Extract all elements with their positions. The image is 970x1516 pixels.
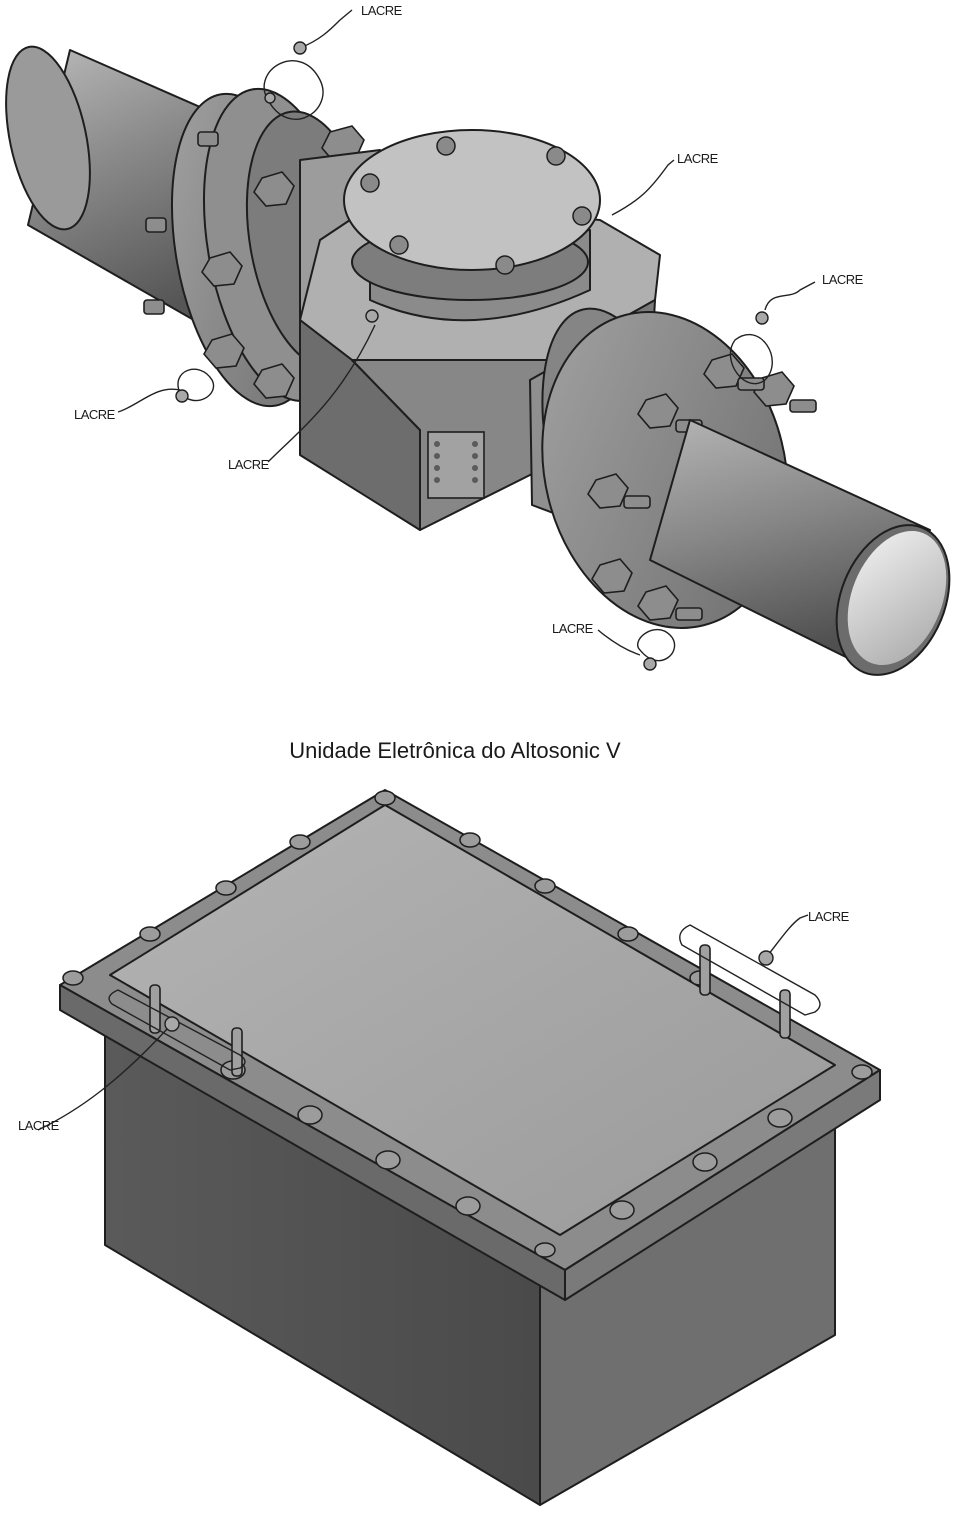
seal-handles (149, 944, 791, 1077)
seal-tags (175, 41, 769, 671)
seal-label: LACRE (552, 621, 594, 636)
left-flange-bolts (143, 125, 365, 399)
right-pipe (649, 419, 951, 676)
seal-label: LACRE (808, 909, 850, 924)
seal-label: LACRE (822, 272, 864, 287)
top-cover (343, 129, 601, 322)
seal-wires (117, 9, 816, 662)
seal-label: LACRE (74, 407, 116, 422)
seal-label: LACRE (361, 3, 403, 18)
meter-body-drawing: LACRE LACRE LACRE LACRE LACRE LACRE (5, 3, 951, 676)
lid (109, 804, 836, 1236)
seal-label: LACRE (228, 457, 270, 472)
figure-caption: Unidade Eletrônica do Altosonic V (289, 738, 621, 763)
seal-tags (164, 950, 774, 1032)
seal-label: LACRE (677, 151, 719, 166)
seal-label: LACRE (18, 1118, 60, 1133)
